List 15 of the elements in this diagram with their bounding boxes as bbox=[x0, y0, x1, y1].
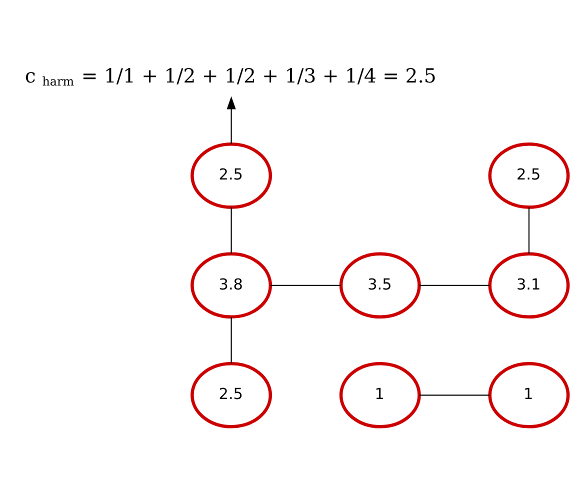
arrow bbox=[226, 96, 236, 144]
connector bbox=[419, 394, 490, 396]
node-ellipse: 2.5 bbox=[488, 142, 570, 208]
node-ellipse: 1 bbox=[339, 362, 421, 428]
node-ellipse: 3.5 bbox=[339, 252, 421, 318]
connector bbox=[230, 316, 232, 363]
connector bbox=[230, 206, 232, 254]
node-ellipse: 2.5 bbox=[190, 142, 272, 208]
node-ellipse: 3.1 bbox=[488, 252, 570, 318]
connector bbox=[270, 284, 341, 286]
node-ellipse: 2.5 bbox=[190, 362, 272, 428]
node-ellipse: 3.8 bbox=[190, 252, 272, 318]
connector bbox=[528, 206, 530, 254]
connector bbox=[419, 284, 490, 286]
node-ellipse: 1 bbox=[488, 362, 570, 428]
